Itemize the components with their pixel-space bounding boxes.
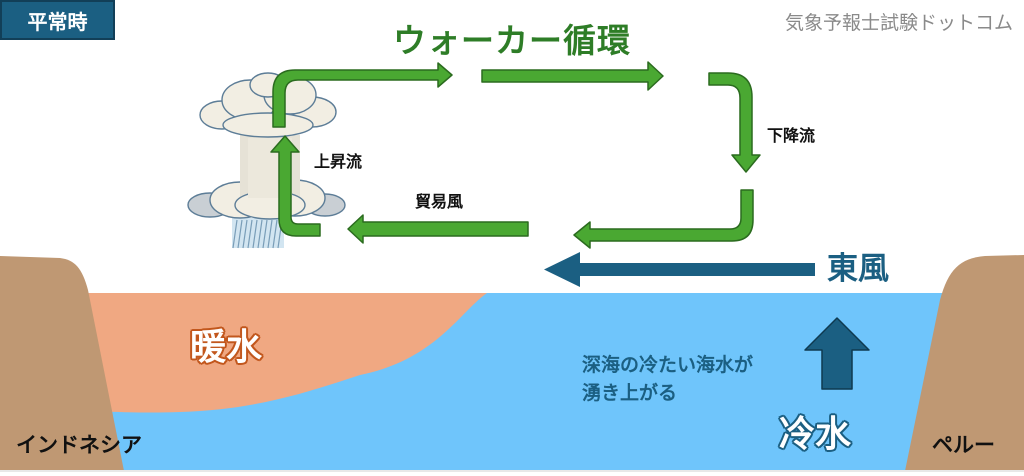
- land-indonesia: [0, 256, 124, 471]
- downdraft-label: 下降流: [767, 126, 816, 145]
- warm-water-region: [0, 293, 487, 413]
- lower-return-arrow: [573, 189, 754, 249]
- trade-wind-label: 貿易風: [415, 192, 464, 211]
- badge-label: 平常時: [27, 9, 88, 34]
- upwelling-text-line2: 湧き上がる: [582, 382, 678, 404]
- cold-water-label: 冷水: [779, 414, 852, 455]
- walker-circulation-arrows: [270, 61, 761, 249]
- normal-conditions-badge: 平常時: [0, 0, 115, 40]
- up-arrow-icon: [804, 317, 870, 390]
- diagram-title: ウォーカー循環: [393, 21, 631, 60]
- downdraft-arrow: [708, 72, 761, 173]
- land-peru: [905, 255, 1024, 471]
- left-arrow-icon: [544, 252, 815, 287]
- upper-flow-arrow: [481, 61, 664, 91]
- indonesia-label: インドネシア: [16, 433, 142, 457]
- updraft-label: 上昇流: [314, 152, 363, 171]
- site-name: 気象予報士試験ドットコム: [785, 12, 1014, 34]
- updraft-arrow: [270, 135, 321, 237]
- warm-water-label: 暖水: [190, 327, 263, 368]
- east-wind-label: 東風: [827, 251, 889, 287]
- upwelling-text-line1: 深海の冷たい海水が: [582, 354, 754, 376]
- trade-wind-arrow: [347, 214, 529, 244]
- updraft-top-arrow: [272, 62, 453, 128]
- peru-label: ペルー: [932, 433, 995, 457]
